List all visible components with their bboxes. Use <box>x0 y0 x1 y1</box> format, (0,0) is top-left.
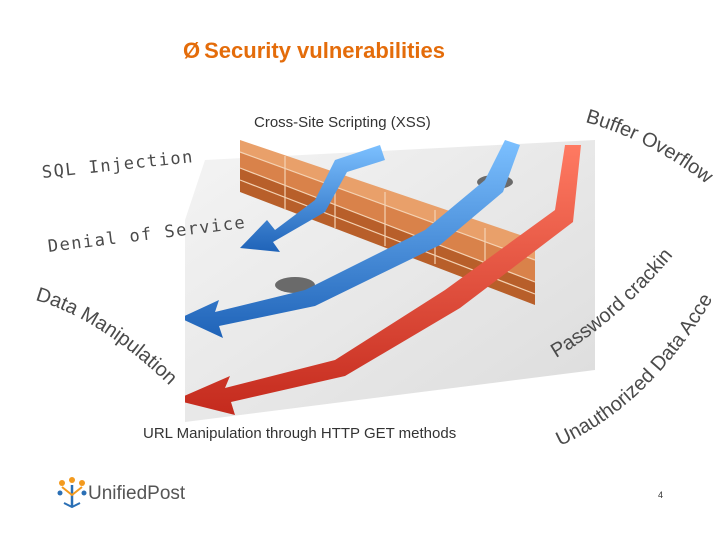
xss-label: Cross-Site Scripting (XSS) <box>254 114 431 131</box>
logo-text: UnifiedPost <box>88 483 186 504</box>
password-cracking-label: Password cracking <box>0 0 677 362</box>
buffer-overflow-label: Buffer Overflow <box>584 106 718 189</box>
unifiedpost-logo-icon <box>57 477 87 509</box>
data-manipulation-label: Data Manipulation <box>33 284 181 390</box>
title-bullet-icon: Ø <box>183 38 201 63</box>
red-arrow-icon <box>185 145 581 415</box>
title-text: Security vulnerabilities <box>204 38 445 63</box>
brick-wall-illustration <box>185 140 595 422</box>
blue-arrow-icon-2 <box>185 140 520 338</box>
url-manipulation-label: URL Manipulation through HTTP GET method… <box>143 425 457 442</box>
page-number: 4 <box>658 490 664 500</box>
unauthorized-access-label: Unauthorized Data Access <box>0 0 717 451</box>
unifiedpost-logo: UnifiedPost <box>56 475 216 515</box>
blue-arrow-icon <box>240 145 385 252</box>
